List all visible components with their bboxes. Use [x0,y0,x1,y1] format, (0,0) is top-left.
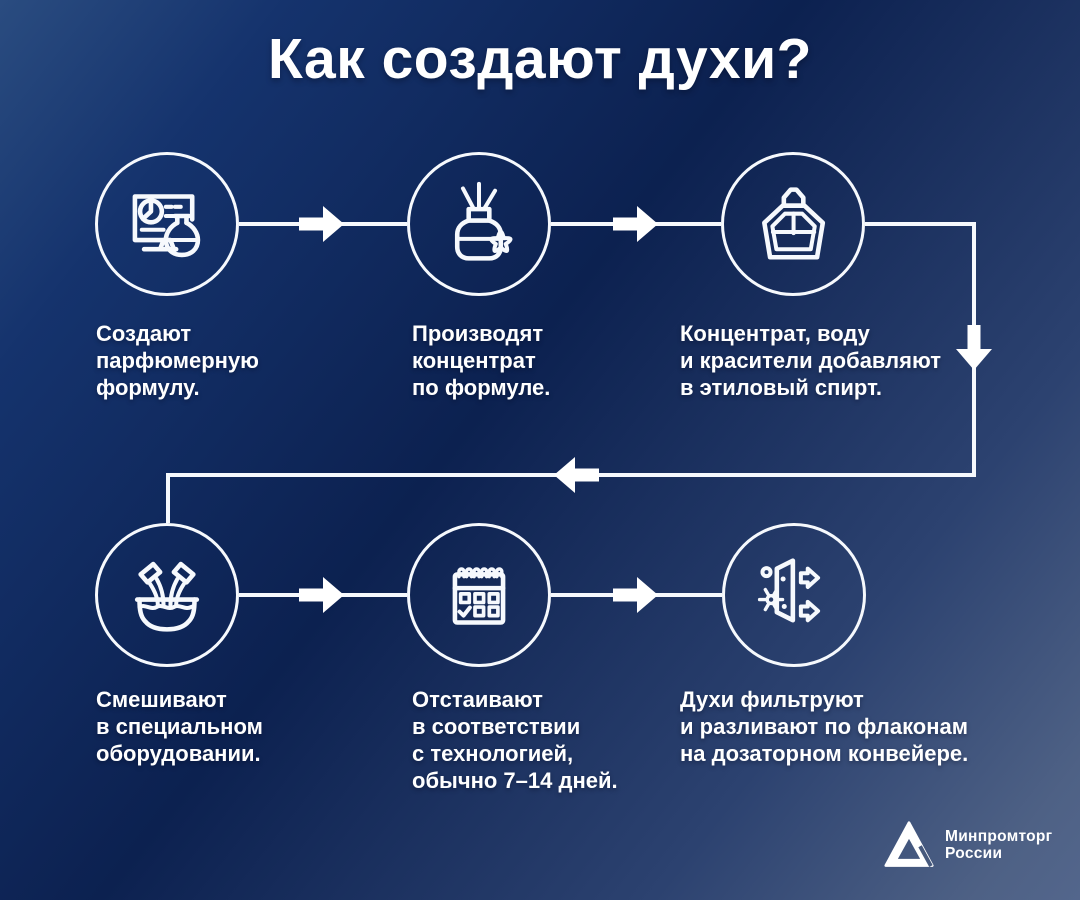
mixing-equipment-icon [134,561,200,632]
step-3-caption: Концентрат, воду и красители добавляют в… [680,321,941,400]
minpromtorg-logo-text: Минпромторг России [945,828,1052,862]
filter-dot [781,603,787,609]
calendar-icon [452,567,506,625]
flow-arrow-left-icon [554,457,599,493]
step-5-circle [407,523,551,667]
step-3-circle [721,152,865,296]
step-5-caption: Отстаивают в соответствии с технологией,… [412,687,618,793]
filter-dot [780,576,786,582]
logo-text-line2: России [945,845,1003,862]
flow-arrow-down-icon [956,325,992,370]
step-6-caption: Духи фильтруют и разливают по флаконам н… [680,687,969,766]
logo-text-line1: Минпромторг [945,828,1053,845]
monitor-flask-icon [132,194,201,258]
page-title: Как создают духи? [268,27,812,91]
step-1-circle [95,152,239,296]
step-1-caption: Создают парфюмерную формулу. [96,321,259,400]
flow-arrow-right-icon [299,577,344,613]
flow-arrow-right-icon [299,206,344,242]
connector-line-3-corner [865,222,976,226]
flow-arrow-right-icon [613,577,658,613]
step-4-circle [95,523,239,667]
minpromtorg-triangle-icon [884,821,934,868]
step-4-caption: Смешивают в специальном оборудовании. [96,687,263,766]
perfume-bottle-icon [762,187,826,260]
flow-arrow-right-icon [613,206,658,242]
connector-line-to-step4 [166,473,170,523]
minpromtorg-logo: Минпромторг России [884,820,1052,870]
aroma-diffuser-icon [454,181,513,261]
filter-bottling-icon [757,558,821,623]
step-2-caption: Производят концентрат по формуле. [412,321,551,400]
step-2-circle [407,152,551,296]
step-6-circle [722,523,866,667]
